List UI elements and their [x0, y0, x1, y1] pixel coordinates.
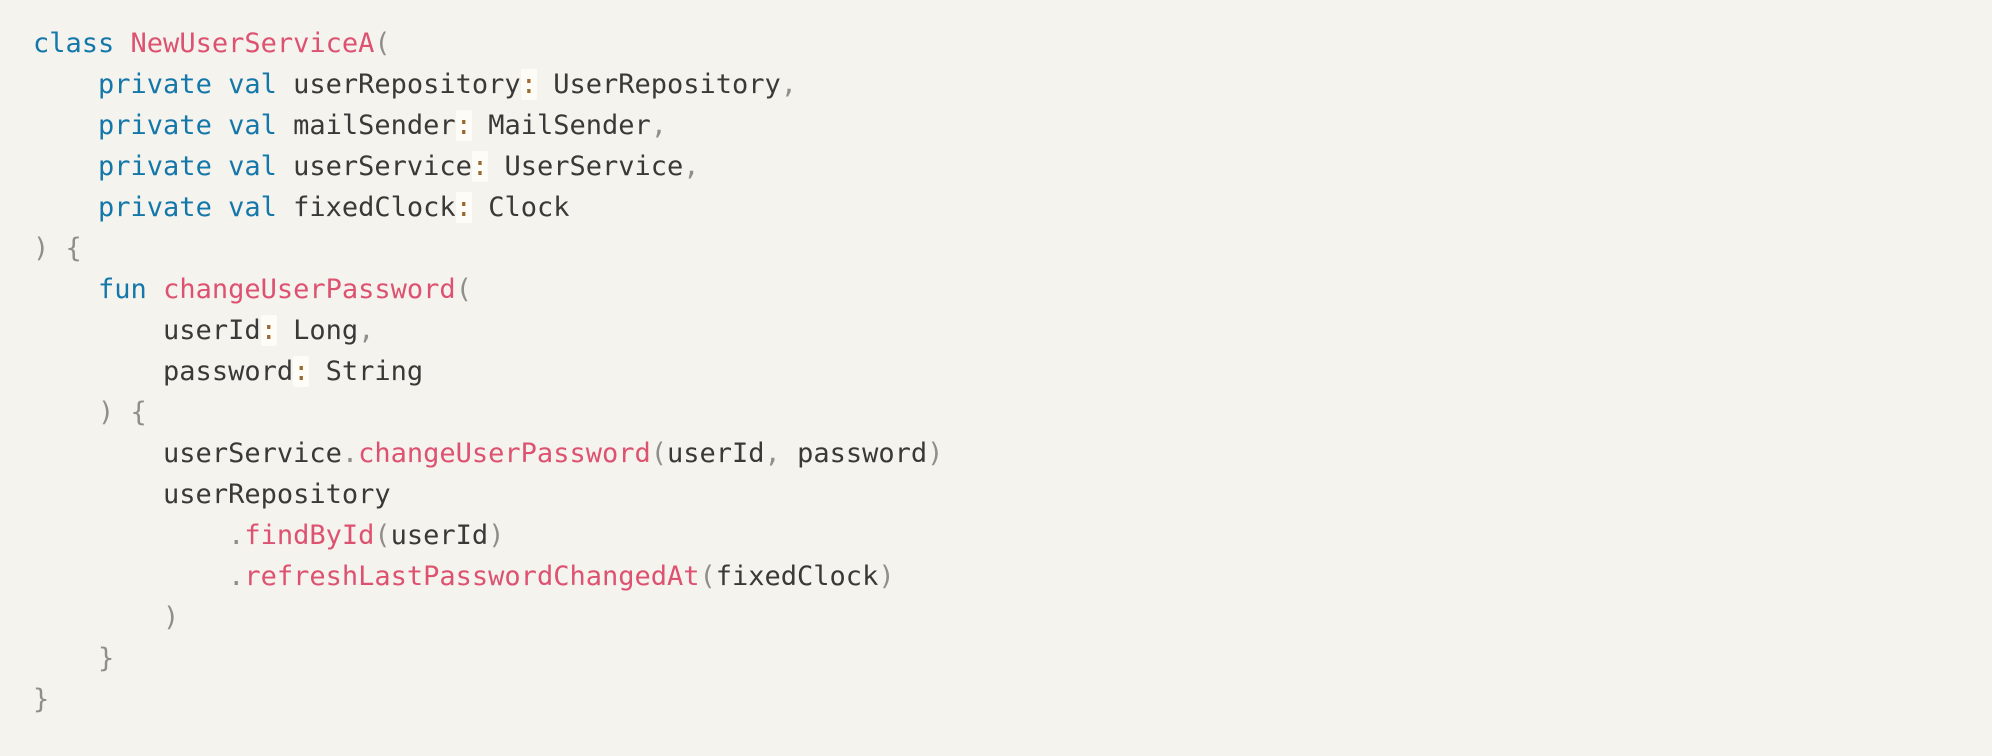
code-token-keyword: private val	[98, 192, 277, 223]
code-line: }	[33, 679, 1962, 720]
code-line: private val userRepository: UserReposito…	[33, 64, 1962, 105]
code-token-identifier: mailSender	[293, 110, 456, 141]
code-token-plain	[33, 192, 98, 223]
code-line: )	[33, 597, 1962, 638]
code-token-plain	[33, 520, 228, 551]
code-token-function: refreshLastPasswordChangedAt	[244, 561, 700, 592]
code-token-punctuation: ) {	[33, 397, 147, 428]
code-token-punctuation: .	[341, 438, 359, 469]
code-token-punctuation: (	[650, 438, 667, 469]
code-token-plain	[33, 151, 98, 182]
code-token-plain	[147, 274, 163, 305]
code-token-identifier: userRepository	[293, 69, 521, 100]
code-token-colon: :	[471, 151, 489, 182]
code-token-punctuation: (	[455, 274, 472, 305]
code-token-plain	[537, 69, 553, 100]
code-token-function: findById	[244, 520, 375, 551]
code-line: private val userService: UserService,	[33, 146, 1962, 187]
code-token-plain	[277, 151, 293, 182]
code-token-punctuation: )	[33, 602, 180, 633]
code-token-keyword: private val	[98, 69, 277, 100]
code-token-identifier: Clock	[488, 192, 570, 223]
code-token-plain	[472, 110, 488, 141]
code-token-plain	[33, 438, 163, 469]
code-token-punctuation: )	[878, 561, 895, 592]
code-line: private val mailSender: MailSender,	[33, 105, 1962, 146]
code-token-function: NewUserServiceA	[130, 28, 375, 59]
code-token-punctuation: (	[374, 520, 391, 551]
code-token-plain	[472, 192, 488, 223]
code-line: fun changeUserPassword(	[33, 269, 1962, 310]
code-token-keyword: private val	[98, 110, 277, 141]
code-token-plain	[33, 561, 228, 592]
code-token-identifier: Long	[293, 315, 359, 346]
code-token-plain	[277, 110, 293, 141]
code-token-plain	[33, 479, 163, 510]
code-token-plain	[277, 192, 293, 223]
code-token-punctuation: .	[228, 520, 245, 551]
code-line: private val fixedClock: Clock	[33, 187, 1962, 228]
code-token-punctuation: ,	[650, 110, 668, 141]
code-token-identifier: userId	[390, 520, 489, 551]
code-token-identifier: UserRepository	[553, 69, 781, 100]
code-line: userService.changeUserPassword(userId, p…	[33, 433, 1962, 474]
code-token-identifier: fixedClock	[715, 561, 879, 592]
code-line: ) {	[33, 392, 1962, 433]
code-token-function: changeUserPassword	[163, 274, 456, 305]
code-line: .findById(userId)	[33, 515, 1962, 556]
code-token-identifier: userService	[293, 151, 472, 182]
code-token-colon: :	[520, 69, 537, 100]
code-token-punctuation: ,	[358, 315, 375, 346]
code-token-plain	[33, 69, 98, 100]
code-line: .refreshLastPasswordChangedAt(fixedClock…	[33, 556, 1962, 597]
code-token-plain	[488, 151, 504, 182]
code-token-keyword: private val	[98, 151, 277, 182]
code-token-keyword: class	[33, 28, 115, 59]
code-token-identifier: userService	[163, 438, 342, 469]
code-token-identifier: MailSender	[488, 110, 651, 141]
code-token-plain	[33, 274, 98, 305]
code-token-plain	[114, 28, 130, 59]
code-token-punctuation: .	[228, 561, 245, 592]
code-block: class NewUserServiceA( private val userR…	[33, 23, 1962, 720]
code-line: class NewUserServiceA(	[33, 23, 1962, 64]
code-line: ) {	[33, 228, 1962, 269]
code-token-identifier: userRepository	[163, 479, 391, 510]
code-token-plain	[33, 110, 98, 141]
code-token-colon: :	[260, 315, 277, 346]
code-token-plain	[309, 356, 325, 387]
code-token-identifier: UserService	[504, 151, 684, 182]
code-token-colon: :	[293, 356, 310, 387]
code-token-punctuation: (	[699, 561, 716, 592]
code-token-punctuation: (	[374, 28, 391, 59]
code-token-punctuation: ) {	[33, 233, 82, 264]
code-token-colon: :	[455, 192, 472, 223]
code-token-identifier: userId	[667, 438, 765, 469]
code-token-identifier: password	[163, 356, 294, 387]
code-token-punctuation: ,	[780, 69, 798, 100]
code-token-keyword: fun	[98, 274, 147, 305]
code-token-punctuation: ,	[764, 438, 798, 469]
code-token-plain	[33, 315, 163, 346]
code-line: password: String	[33, 351, 1962, 392]
code-token-punctuation: }	[33, 684, 50, 715]
code-token-identifier: userId	[163, 315, 261, 346]
code-token-punctuation: )	[488, 520, 505, 551]
code-token-punctuation: )	[927, 438, 944, 469]
code-token-colon: :	[455, 110, 472, 141]
code-token-function: changeUserPassword	[358, 438, 651, 469]
code-token-identifier: password	[797, 438, 928, 469]
code-token-plain	[277, 69, 293, 100]
code-token-identifier: String	[325, 356, 424, 387]
code-token-plain	[33, 356, 163, 387]
code-token-identifier: fixedClock	[293, 192, 456, 223]
code-line: }	[33, 638, 1962, 679]
code-token-punctuation: }	[33, 643, 115, 674]
code-line: userRepository	[33, 474, 1962, 515]
code-line: userId: Long,	[33, 310, 1962, 351]
code-token-punctuation: ,	[683, 151, 700, 182]
code-token-plain	[277, 315, 293, 346]
